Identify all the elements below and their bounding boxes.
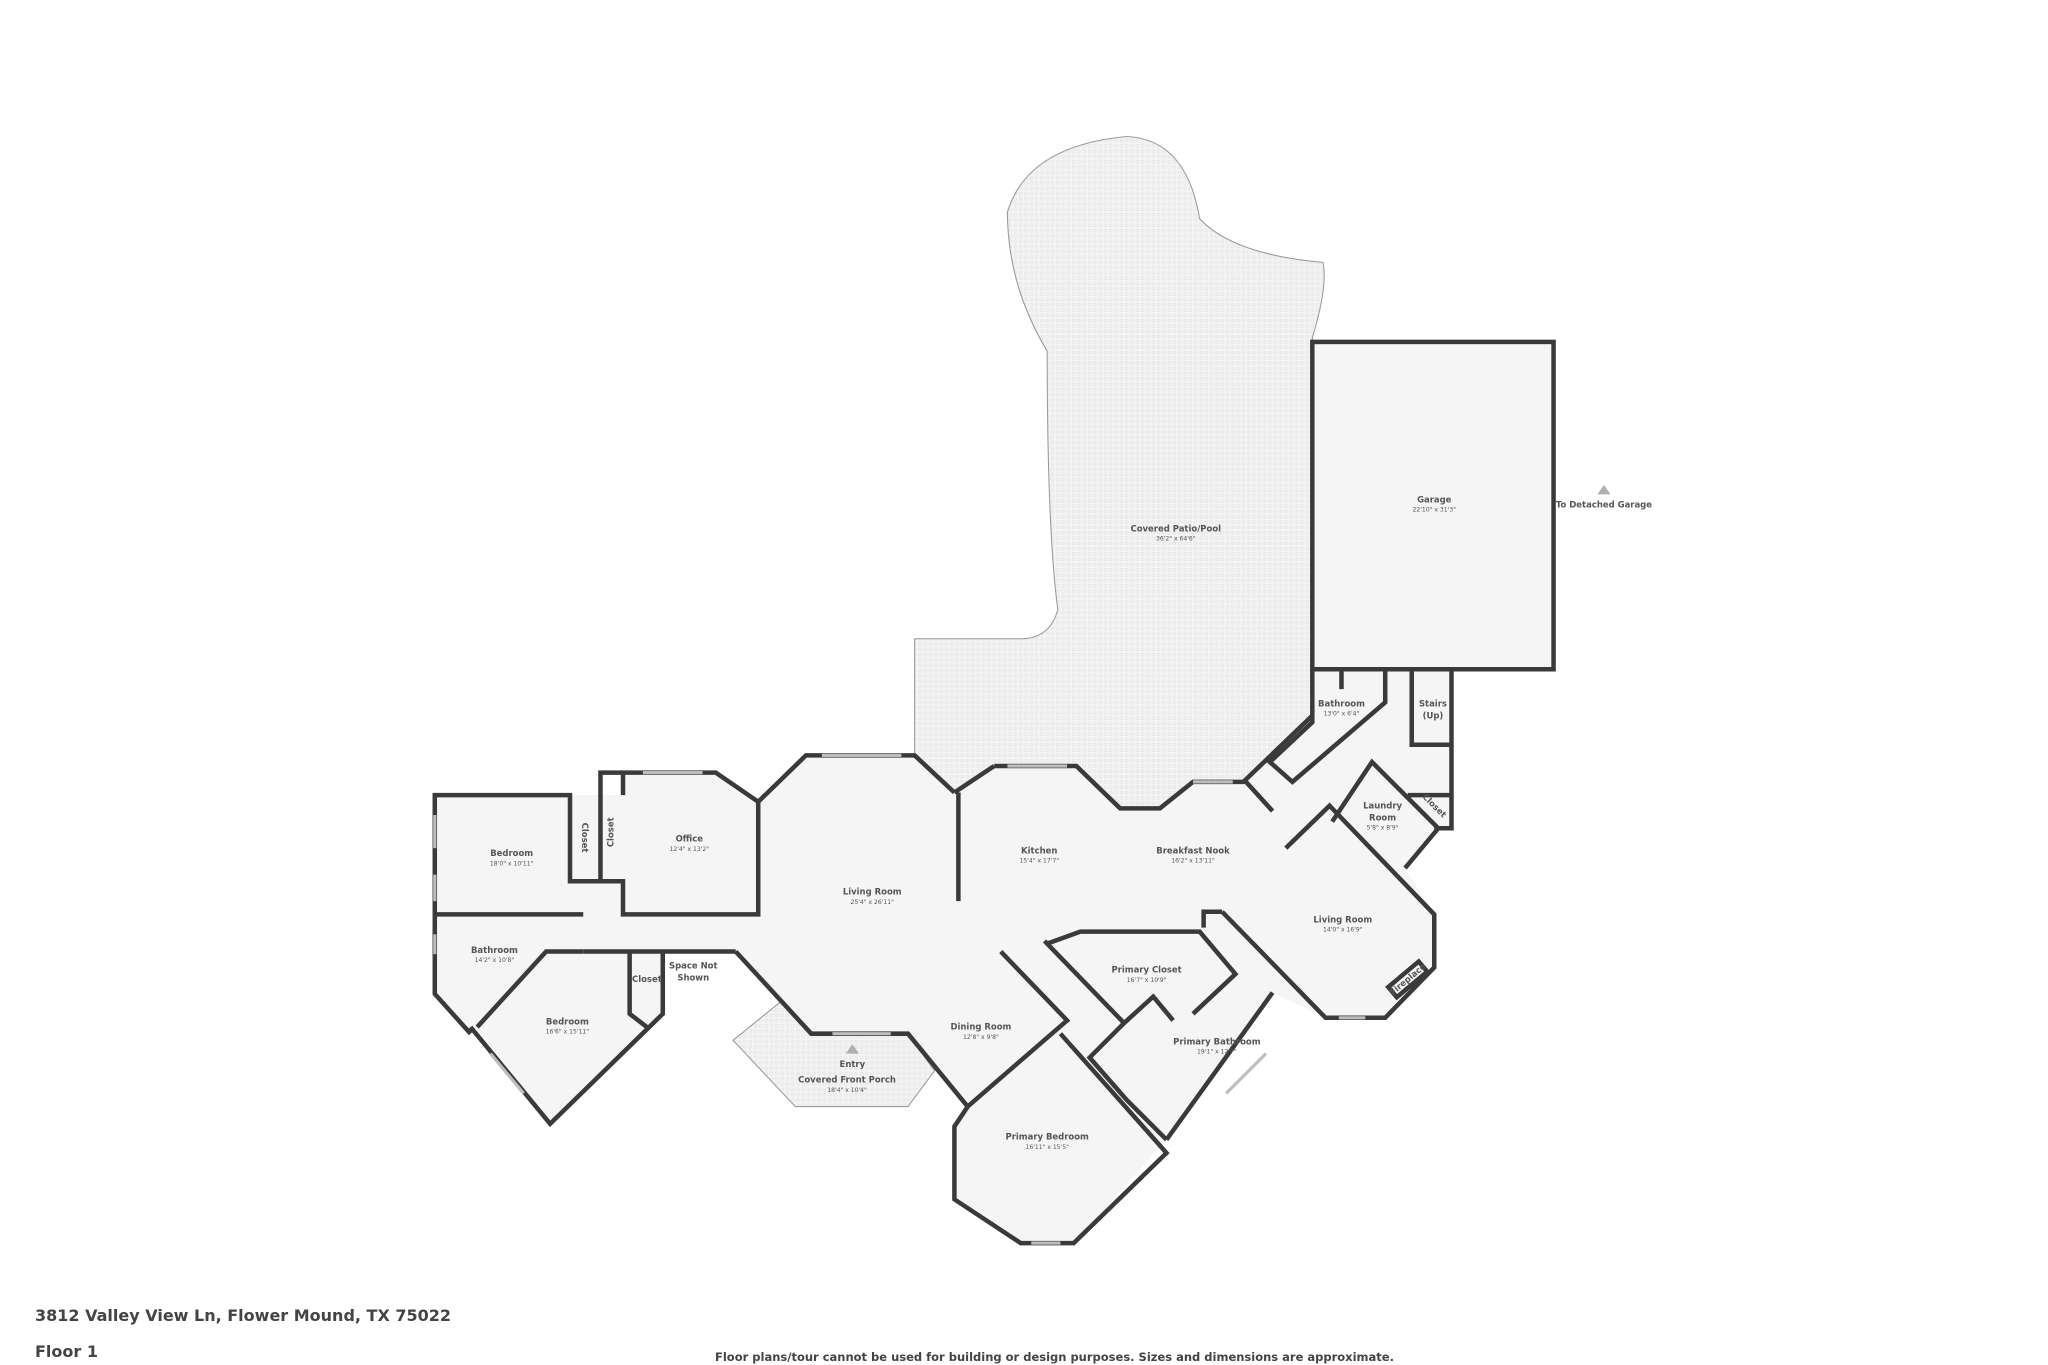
disclaimer-text: Floor plans/tour cannot be used for buil…: [715, 1350, 1394, 1364]
floor-label: Floor 1: [35, 1342, 98, 1361]
walls: [432, 339, 1556, 1246]
room-name: Covered Patio/Pool: [1131, 523, 1222, 533]
room-name: Bathroom: [471, 945, 518, 955]
room-fills: [434, 341, 1554, 1244]
room-name: Living Room: [1313, 914, 1372, 924]
room-dims: 12'4" x 13'2": [669, 846, 709, 853]
entry-marker-icon: [845, 1044, 859, 1054]
room-dims: 5'8" x 8'9": [1367, 825, 1399, 832]
space-not-shown-label: Space Not: [669, 961, 718, 971]
room-dims: 16'11" x 15'5": [1025, 1144, 1069, 1151]
room-name: Closet: [606, 817, 616, 847]
room-dims: 36'2" x 64'6": [1156, 536, 1196, 543]
room-name: Covered Front Porch: [798, 1075, 896, 1085]
room-name: Primary Bathroom: [1173, 1036, 1261, 1046]
room-name: Bedroom: [546, 1016, 589, 1026]
room-name: Primary Bedroom: [1006, 1132, 1090, 1142]
space-not-shown-label: Shown: [677, 973, 709, 983]
room-name: Bedroom: [490, 848, 533, 858]
room-name: Living Room: [843, 887, 902, 897]
room-dims: 25'4" x 26'11": [850, 899, 894, 906]
room-name: Room: [1369, 812, 1396, 822]
room-dims: 14'2" x 10'8": [475, 957, 515, 964]
room-name: Closet: [632, 974, 662, 984]
room-dims: 18'0" x 10'11": [490, 860, 534, 867]
room-dims: 13'0" x 6'4": [1324, 711, 1360, 718]
room-name: Bathroom: [1318, 698, 1365, 708]
room-dims: 22'10" x 31'3": [1413, 507, 1457, 514]
room-dims: 16'7" x 10'9": [1127, 977, 1167, 984]
room-dims: 16'6" x 15'11": [546, 1029, 590, 1036]
covered-patio-area: [914, 135, 1325, 809]
room-dims: 12'8" x 9'8": [963, 1034, 999, 1041]
room-name: Closet: [580, 823, 590, 853]
detached-garage-marker-icon: [1597, 485, 1611, 495]
room-labels: Covered Patio/Pool 36'2" x 64'6" Garage …: [471, 494, 1652, 1151]
room-name: Kitchen: [1021, 845, 1057, 855]
room-dims: 16'2" x 13'11": [1171, 858, 1215, 865]
room-dims: 15'4" x 17'7": [1019, 858, 1059, 865]
entry-label: Entry: [840, 1059, 866, 1069]
room-name: (Up): [1423, 710, 1444, 720]
room-dims: 18'4" x 10'4": [827, 1087, 867, 1094]
room-name: Office: [676, 834, 704, 844]
room-name: Breakfast Nook: [1156, 845, 1230, 855]
address-label: 3812 Valley View Ln, Flower Mound, TX 75…: [35, 1306, 452, 1325]
room-name: Dining Room: [950, 1022, 1011, 1032]
detached-garage-label: To Detached Garage: [1556, 500, 1652, 510]
room-name: Garage: [1417, 494, 1452, 504]
room-dims: 14'0" x 16'9": [1323, 927, 1363, 934]
room-dims: 19'1" x 12'7": [1197, 1049, 1237, 1056]
room-name: Primary Closet: [1111, 965, 1181, 975]
room-name: Stairs: [1419, 698, 1447, 708]
room-name: Laundry: [1363, 800, 1402, 810]
